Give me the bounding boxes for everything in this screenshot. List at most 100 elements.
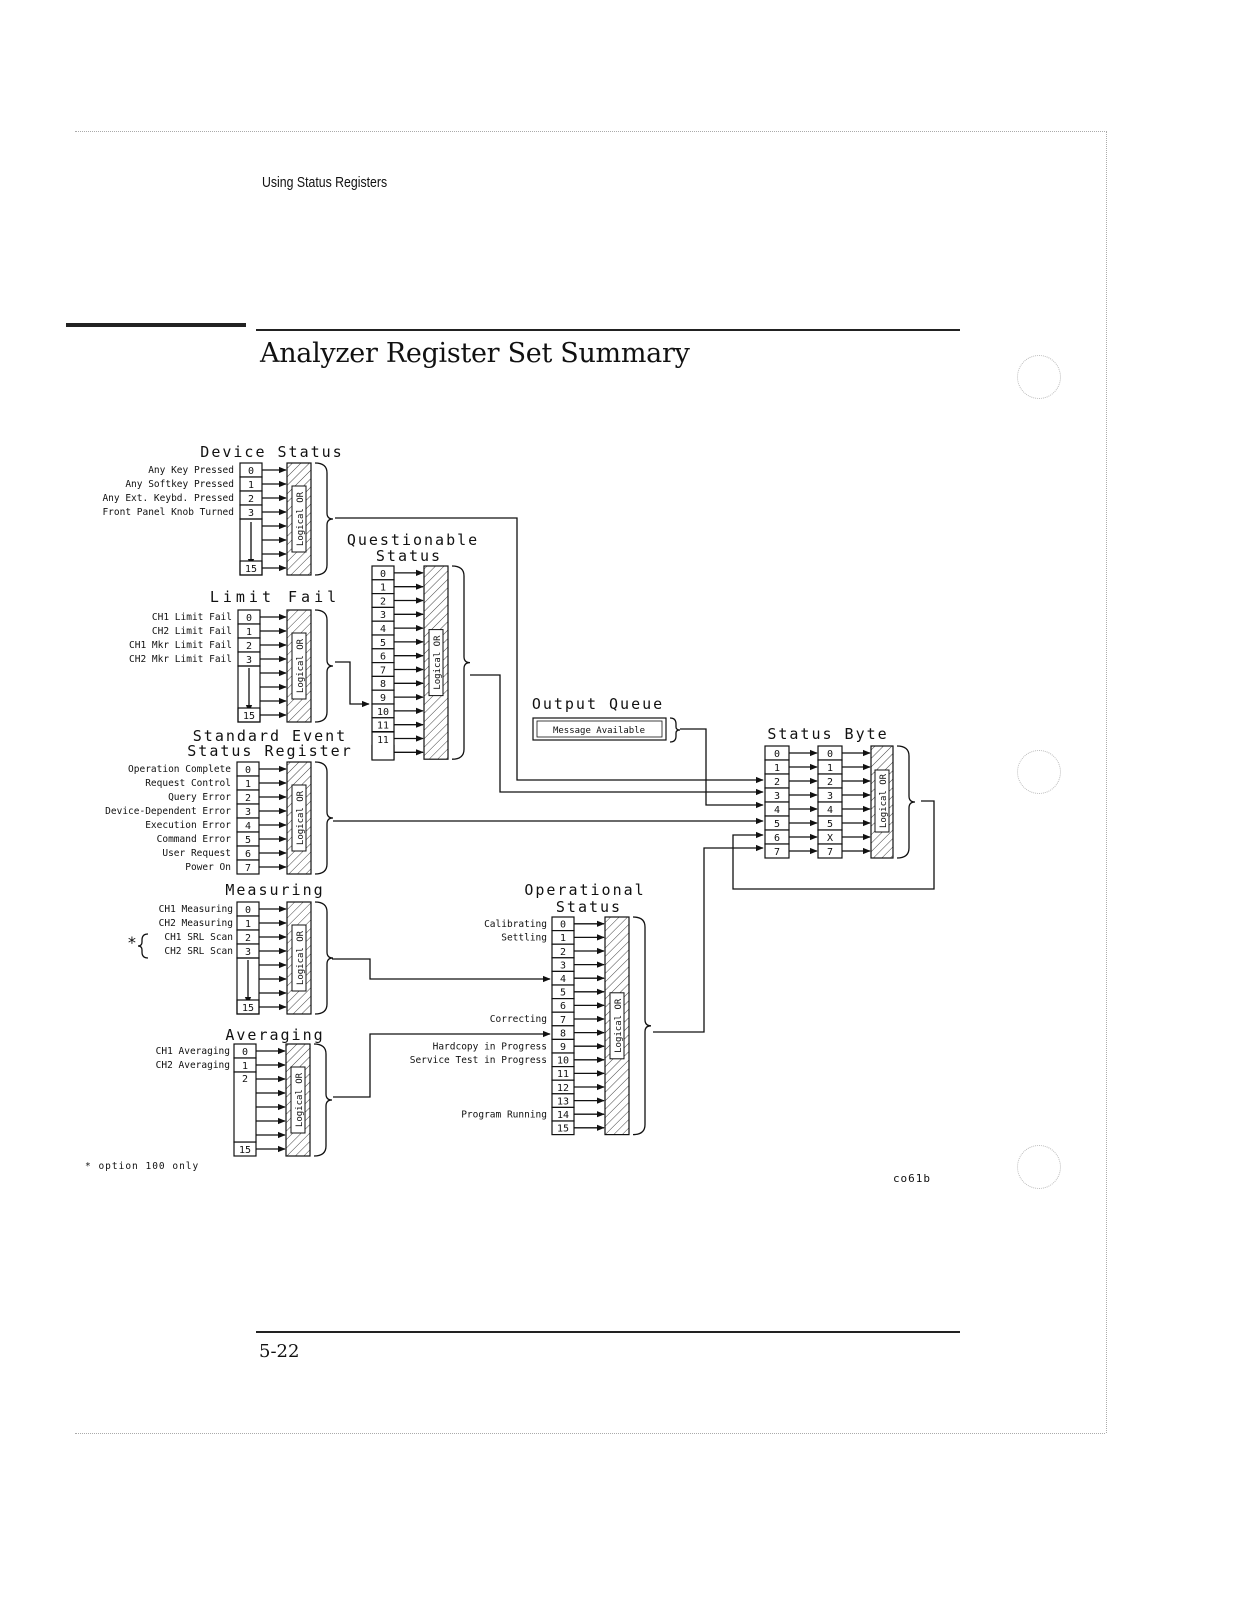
averaging-bit-number: 0 (242, 1047, 248, 1058)
device-status-logical-or-label: Logical OR (296, 491, 306, 546)
averaging-logical-or-label: Logical OR (295, 1072, 305, 1127)
questionable-brace (451, 565, 471, 760)
averaging-title: Averaging (225, 1026, 324, 1044)
device-status-logical-or-label-box (291, 485, 307, 553)
standard-event-bit-label: Query Error (168, 792, 231, 803)
operational-bit-number: 8 (560, 1028, 566, 1039)
operational-title-line2: Status (556, 898, 622, 916)
section-rule-thin (256, 329, 960, 331)
status-byte-bit-number: 1 (774, 763, 780, 774)
measuring-bit-number: 15 (242, 1003, 254, 1014)
operational-brace (632, 916, 652, 1136)
operational-summary-line (653, 844, 764, 1033)
standard-event-title-line1: Standard Event (193, 727, 347, 745)
output-queue-brace (669, 717, 681, 743)
status-byte-bit-number: 7 (774, 847, 780, 858)
status-byte-title: Status Byte (767, 725, 888, 743)
status-byte-logical-or-label-box (874, 769, 890, 833)
operational-bit-label: Service Test in Progress (410, 1055, 547, 1066)
limit-fail-range-cell (237, 665, 261, 723)
questionable-summary-line (470, 674, 764, 796)
standard-event-logical-or-label: Logical OR (296, 790, 306, 845)
limit-fail-summary-line (335, 661, 370, 708)
status-enable-bit-number: 4 (827, 805, 833, 816)
status-byte-bit-number: 6 (774, 833, 780, 844)
operational-bit-label: Hardcopy in Progress (433, 1041, 547, 1052)
status-byte-logical-or-label: Logical OR (879, 773, 889, 828)
standard-event-bit-number: 7 (245, 863, 251, 874)
operational-logical-or-label: Logical OR (614, 998, 624, 1053)
measuring-bit-number: 0 (245, 905, 251, 916)
running-head: Using Status Registers (262, 174, 388, 191)
operational-bit-number: 1 (560, 933, 566, 944)
questionable-bit-number: 3 (380, 610, 386, 621)
status-enable-bit-number: 3 (827, 791, 833, 802)
device-status-bit-label: Any Key Pressed (148, 465, 234, 476)
status-byte-brace (896, 745, 916, 859)
questionable-bit-number: 10 (377, 707, 389, 718)
limit-fail-bit-label: CH2 Mkr Limit Fail (129, 654, 232, 665)
standard-event-bit-label: Command Error (157, 834, 232, 845)
questionable-range-cell (371, 731, 395, 761)
standard-event-brace (314, 761, 334, 875)
status-byte-bit-number: 3 (774, 791, 780, 802)
questionable-bit-number: 2 (380, 596, 386, 607)
questionable-bit-number: 4 (380, 624, 386, 635)
device-status-bit-label: Front Panel Knob Turned (102, 507, 234, 518)
operational-bit-cell (551, 1120, 575, 1136)
standard-event-bit-number: 5 (245, 835, 251, 846)
questionable-bit-number: 9 (380, 693, 386, 704)
averaging-summary-line (333, 1030, 551, 1098)
operational-bit-number: 7 (560, 1015, 566, 1026)
limit-fail-logical-or-label-box (291, 632, 307, 700)
questionable-bit-number: 11 (377, 721, 389, 732)
averaging-bit-number: 2 (242, 1074, 248, 1085)
operational-bit-number: 6 (560, 1001, 566, 1012)
averaging-bit-number: 1 (242, 1061, 248, 1072)
device-status-bit-label: Any Softkey Pressed (125, 479, 234, 490)
measuring-summary-line (332, 958, 551, 983)
operational-bit-number: 9 (560, 1042, 566, 1053)
limit-fail-bit-number: 3 (246, 655, 252, 666)
questionable-bit-number: 5 (380, 638, 386, 649)
standard-event-bit-number: 4 (245, 821, 251, 832)
measuring-bit-number: 2 (245, 933, 251, 944)
standard-event-bit-label: Power On (185, 862, 231, 873)
operational-bit-number: 4 (560, 974, 566, 985)
questionable-title-line2: Status (376, 547, 442, 565)
status-enable-bit-number: 2 (827, 777, 833, 788)
footnote-option-100: * option 100 only (85, 1161, 199, 1172)
status-byte-bit-number: 5 (774, 819, 780, 830)
limit-fail-bit-label: CH1 Limit Fail (152, 612, 232, 623)
averaging-bit-number: 15 (239, 1145, 251, 1156)
status-byte-bit-cell (764, 843, 790, 859)
device-status-brace (314, 462, 334, 576)
measuring-bit-label: CH1 Measuring (159, 904, 233, 915)
questionable-bit-number: 0 (380, 569, 386, 580)
status-enable-bit-number: 1 (827, 763, 833, 774)
questionable-logical-or-label: Logical OR (433, 635, 443, 690)
measuring-range-cell (236, 957, 260, 1015)
operational-bit-number: 11 (557, 1069, 569, 1080)
operational-bit-number: 0 (560, 920, 566, 931)
figure-id: co61b (893, 1172, 931, 1185)
questionable-title-line1: Questionable (347, 531, 479, 549)
status-enable-bit-number: 7 (827, 847, 833, 858)
standard-event-bit-number: 6 (245, 849, 251, 860)
operational-bit-label: Program Running (461, 1109, 547, 1120)
standard-event-bit-number: 1 (245, 779, 251, 790)
binder-hole-top (1017, 355, 1061, 399)
questionable-bit-number: 7 (380, 665, 386, 676)
measuring-bit-number: 3 (245, 947, 251, 958)
operational-bit-label: Calibrating (484, 919, 547, 930)
questionable-logical-or-label-box (428, 629, 444, 697)
output-queue-box (532, 717, 667, 741)
questionable-bit-number: 11 (377, 735, 389, 746)
averaging-range-cell (233, 1071, 257, 1143)
standard-event-bit-label: Device-Dependent Error (105, 806, 231, 817)
limit-fail-bit-label: CH1 Mkr Limit Fail (129, 640, 232, 651)
operational-bit-number: 10 (557, 1056, 569, 1067)
status-enable-bit-number: 5 (827, 819, 833, 830)
output-queue-summary-line (680, 728, 764, 809)
